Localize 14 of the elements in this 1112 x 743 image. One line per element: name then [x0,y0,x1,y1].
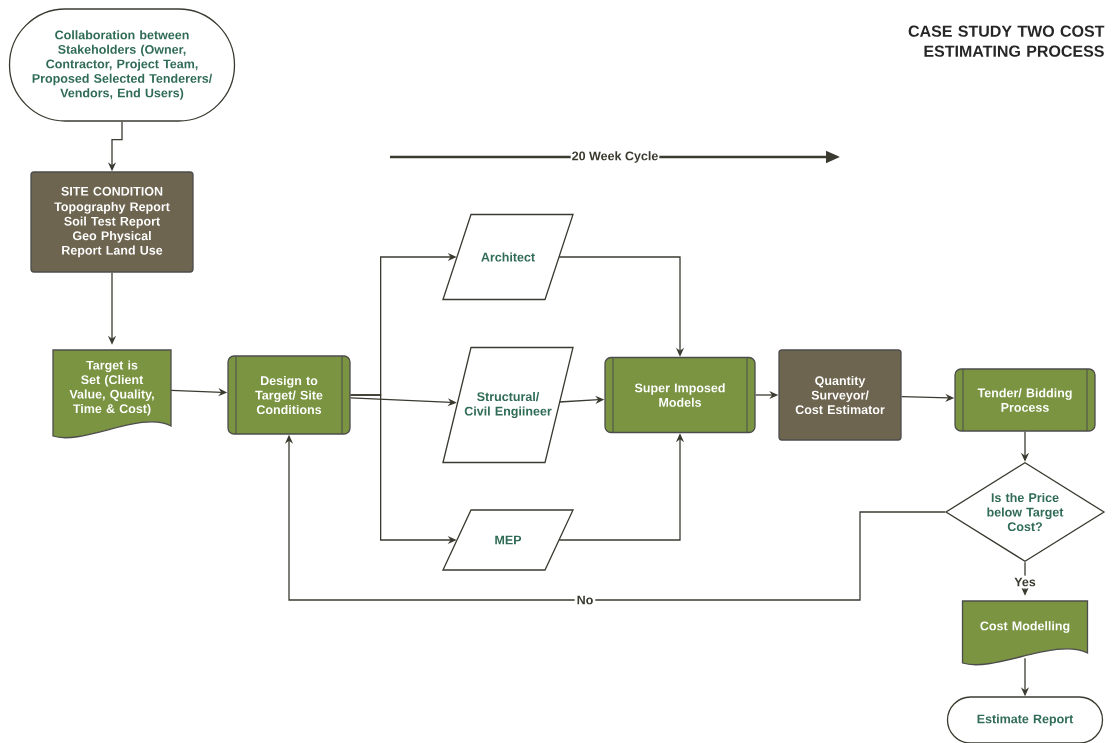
process-box: Tender/ Bidding Process [954,368,1096,432]
process-box: SITE CONDITION Topography Report Soil Test Report Geo Physical Report Land Use [30,171,194,273]
start-terminal: Collaboration between Stakeholders (Owner, Contractor, Project Team, Proposed Selected Tenderers/ Vendors, End Users) [8,8,236,122]
edge-label: Yes [1012,575,1038,589]
data-parallelogram: Architect [442,213,574,301]
process-box: Quantity Surveyor/ Cost Estimator [778,349,902,441]
process-box: Design to Target/ Site Conditions [227,355,351,435]
end-terminal: Estimate Report [946,696,1104,743]
cycle-label: 20 Week Cycle [570,150,660,164]
edge-label: No [574,593,596,607]
data-parallelogram: MEP [442,509,575,571]
title: CASE STUDY TWO COST ESTIMATING PROCESS [908,25,1105,57]
data-parallelogram: Structural/ Civil Engiineer [442,346,574,464]
process-box: Super Imposed Models [604,356,756,434]
